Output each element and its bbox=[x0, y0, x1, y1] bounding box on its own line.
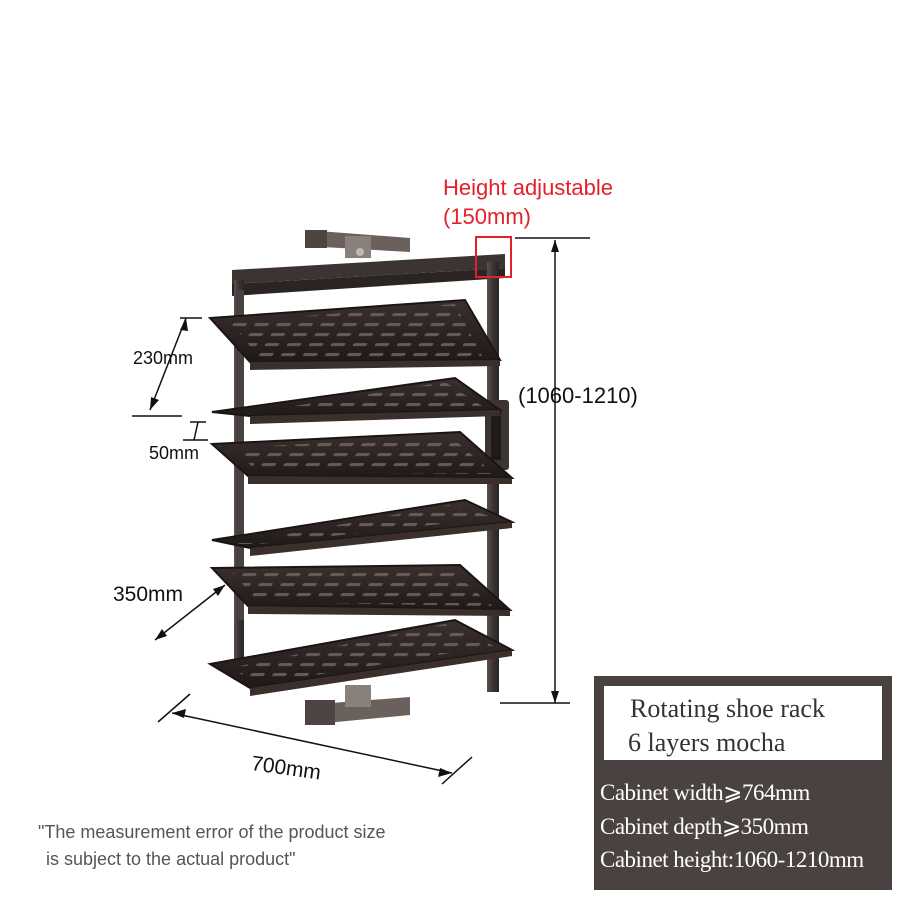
shelf-slots-4 bbox=[232, 504, 494, 544]
spec-cabinet-depth: Cabinet depth⩾350mm bbox=[600, 814, 809, 839]
top-frame-bar bbox=[232, 254, 505, 296]
depth-label: 350mm bbox=[113, 583, 184, 606]
shelf-slots-2 bbox=[232, 382, 482, 416]
total-height-label: (1060-1210) bbox=[518, 383, 638, 408]
spec-title-box: Rotating shoe rack 6 layers mocha bbox=[604, 686, 882, 760]
height-adjustable-range-label: (150mm) bbox=[443, 204, 532, 229]
disclaimer-line-2: is subject to the actual product" bbox=[46, 849, 296, 869]
height-adjust-highlight bbox=[475, 236, 512, 278]
shelf-slots-1 bbox=[230, 304, 482, 358]
height-adjustable-label: Height adjustable bbox=[443, 175, 614, 200]
shelf-lip-6 bbox=[250, 650, 512, 696]
dimension-lines bbox=[132, 237, 590, 785]
bottom-mount-bracket bbox=[305, 685, 410, 725]
spec-cabinet-height: Cabinet height:1060-1210mm bbox=[600, 847, 864, 872]
shelf-slots-6 bbox=[230, 624, 494, 684]
spec-card: Rotating shoe rack 6 layers mocha Cabine… bbox=[594, 676, 892, 890]
spec-title-line-1: Rotating shoe rack bbox=[630, 694, 825, 723]
disclaimer-line-1: "The measurement error of the product si… bbox=[38, 822, 386, 842]
shelf-gap-label: 50mm bbox=[149, 443, 200, 463]
shelf-lip-2 bbox=[250, 410, 500, 424]
spec-title-line-2: 6 layers mocha bbox=[628, 728, 786, 757]
shelf-spacing-label: 230mm bbox=[133, 348, 194, 368]
shelf-lip-1 bbox=[250, 360, 500, 370]
shelf-slots-5 bbox=[232, 569, 492, 606]
shelf-lip-4 bbox=[250, 522, 512, 556]
shelf-lip-3 bbox=[248, 476, 512, 484]
top-mount-bracket bbox=[305, 230, 410, 258]
shelf-slots-3 bbox=[232, 436, 494, 474]
shelf-lip-5 bbox=[248, 606, 510, 616]
shelves-group bbox=[207, 298, 516, 696]
spec-cabinet-width: Cabinet width⩾764mm bbox=[600, 780, 810, 805]
